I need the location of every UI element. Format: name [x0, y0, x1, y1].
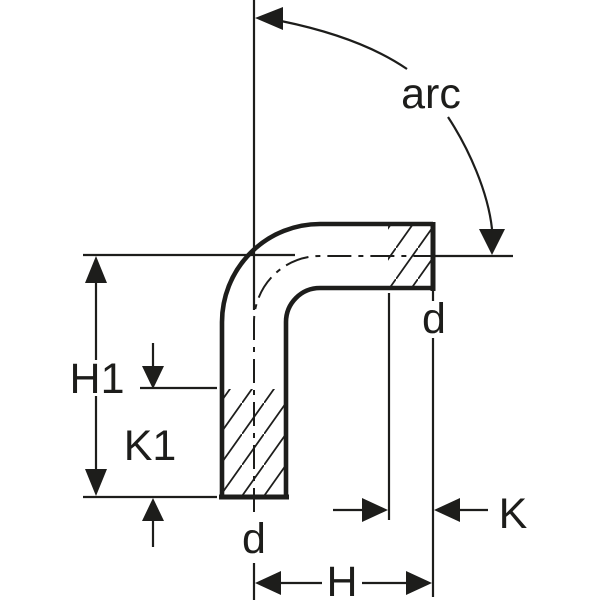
arc-leader-lower — [447, 116, 494, 230]
k-arrowhead-right-icon — [362, 498, 388, 522]
arc-arrowhead-down-icon — [479, 229, 505, 255]
k-arrowhead-left-icon — [434, 498, 460, 522]
h-arrowhead-left-icon — [255, 571, 281, 595]
k1-dimension: K1 — [124, 343, 217, 547]
pipe-outer-wall — [219, 221, 433, 497]
d-right-annotation: d — [422, 291, 446, 597]
arc-dimension: arc — [255, 7, 513, 258]
h-arrowhead-right-icon — [406, 571, 432, 595]
h1-label: H1 — [70, 355, 125, 403]
pipe-outline — [219, 221, 436, 500]
h1-dimension: H1 — [70, 253, 295, 499]
k1-arrowhead-down-icon — [142, 366, 164, 389]
d-right-label: d — [422, 295, 446, 343]
k1-arrowhead-up-icon — [142, 498, 164, 521]
d-bottom-annotation: d — [242, 515, 266, 600]
h-label: H — [326, 558, 357, 600]
k-dimension: K — [333, 293, 528, 538]
h1-arrowhead-up-icon — [85, 256, 107, 283]
h-dimension: H — [255, 558, 432, 600]
arc-label: arc — [401, 70, 461, 118]
arc-leader-upper — [280, 19, 408, 70]
pipe-inner-wall — [283, 285, 433, 497]
d-bottom-label: d — [242, 515, 266, 563]
k-label: K — [499, 490, 528, 538]
k1-label: K1 — [124, 422, 177, 470]
h1-arrowhead-down-icon — [85, 469, 107, 496]
arc-arrowhead-left-icon — [255, 7, 283, 30]
